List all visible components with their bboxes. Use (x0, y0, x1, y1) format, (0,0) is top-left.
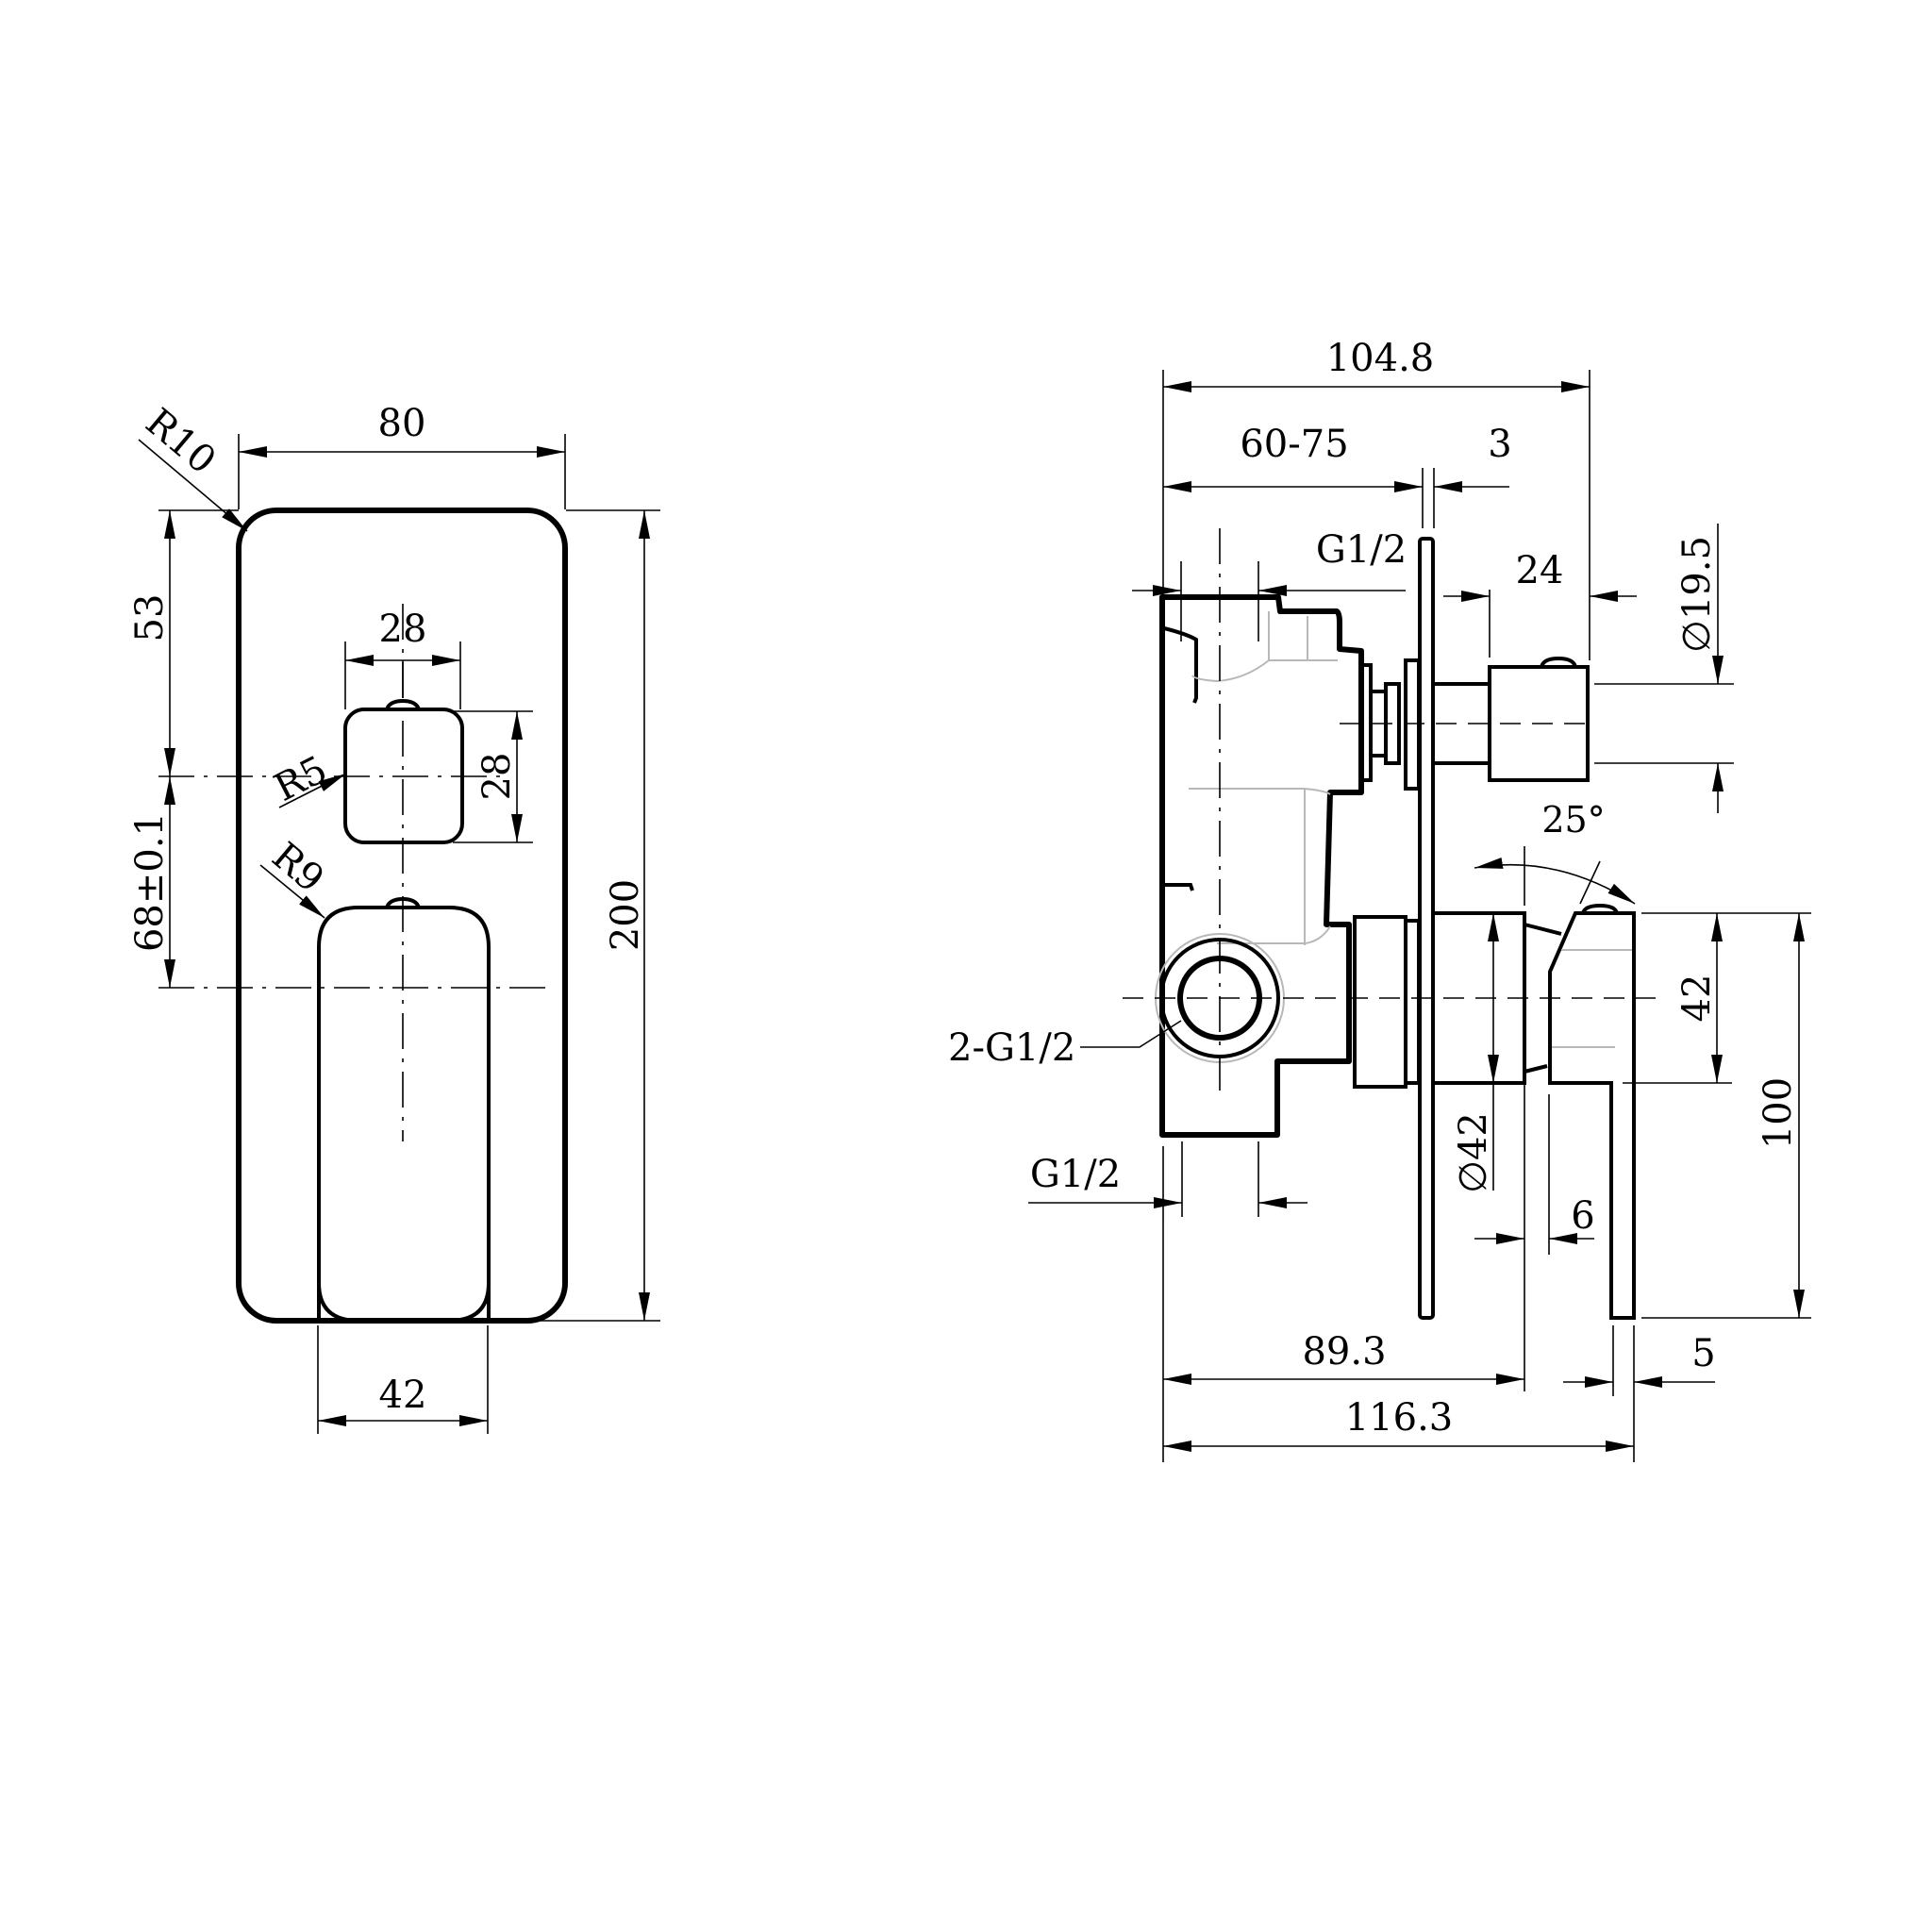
front-view: 80 R10 200 53 68±0.1 28 28 R5 R9 (128, 400, 660, 1434)
dim-escutcheon-diameter: ∅42 (1452, 1112, 1495, 1193)
diverter-knob (1488, 665, 1590, 782)
dim-top-inlet: G1/2 (1316, 528, 1407, 572)
dim-knob-length: 24 (1516, 549, 1564, 592)
dim-diverter-to-lever: 68±0.1 (128, 812, 172, 952)
valve-body-outline (1159, 594, 1364, 1138)
dim-diverter-radius: R5 (268, 748, 334, 810)
dim-install-depth: 60-75 (1240, 423, 1348, 466)
dim-lever-gap: 6 (1571, 1194, 1594, 1238)
dim-diverter-height: 28 (475, 753, 519, 801)
lever-hub (1353, 915, 1407, 1089)
wall-plate (1418, 537, 1435, 1320)
dim-lever-radius: R9 (264, 834, 332, 901)
lever-tab (1581, 903, 1619, 914)
dim-plate-width: 80 (378, 402, 426, 445)
dim-bottom-outlet: G1/2 (1030, 1153, 1121, 1196)
dim-lever-height: 42 (1675, 974, 1719, 1023)
side-ports-leader (1080, 1020, 1182, 1048)
valve-body-recess-bottom (1164, 883, 1194, 891)
dim-arc-25 (1474, 858, 1636, 905)
dim-plate-height: 200 (604, 879, 647, 951)
mixer-lever-bottom (317, 1282, 491, 1323)
side-view: 104.8 60-75 3 G1/2 24 ∅19.5 25° (948, 337, 1811, 1462)
dim-plate-radius: R10 (138, 400, 225, 482)
diverter-button-tab (385, 698, 421, 710)
diverter-knob-tab (1540, 656, 1577, 668)
dim-lever-width: 42 (379, 1374, 427, 1417)
dim-lever-thickness: 5 (1691, 1332, 1715, 1375)
mixer-lever-outline (317, 906, 491, 1321)
lever-side-outline (1524, 911, 1636, 1320)
escutcheon-upper (1404, 658, 1421, 791)
dim-depth-to-escutcheon: 89.3 (1302, 1330, 1386, 1374)
dim-lever-offset: 100 (1757, 1077, 1800, 1149)
dim-top-to-diverter: 53 (128, 594, 172, 642)
dim-diverter-diameter: ∅19.5 (1675, 536, 1719, 653)
dim-side-ports: 2-G1/2 (948, 1026, 1075, 1070)
dim-overall-depth: 116.3 (1345, 1396, 1454, 1440)
dim-overall-to-diverter: 104.8 (1326, 337, 1435, 380)
valve-body-recess-top (1163, 626, 1198, 704)
dim-plate-thickness: 3 (1488, 423, 1511, 466)
dim-lever-angle: 25° (1541, 799, 1605, 841)
valve-body-hidden (1191, 611, 1270, 683)
escutcheon-lower (1404, 919, 1421, 1085)
dim-diverter-width: 28 (379, 608, 427, 651)
